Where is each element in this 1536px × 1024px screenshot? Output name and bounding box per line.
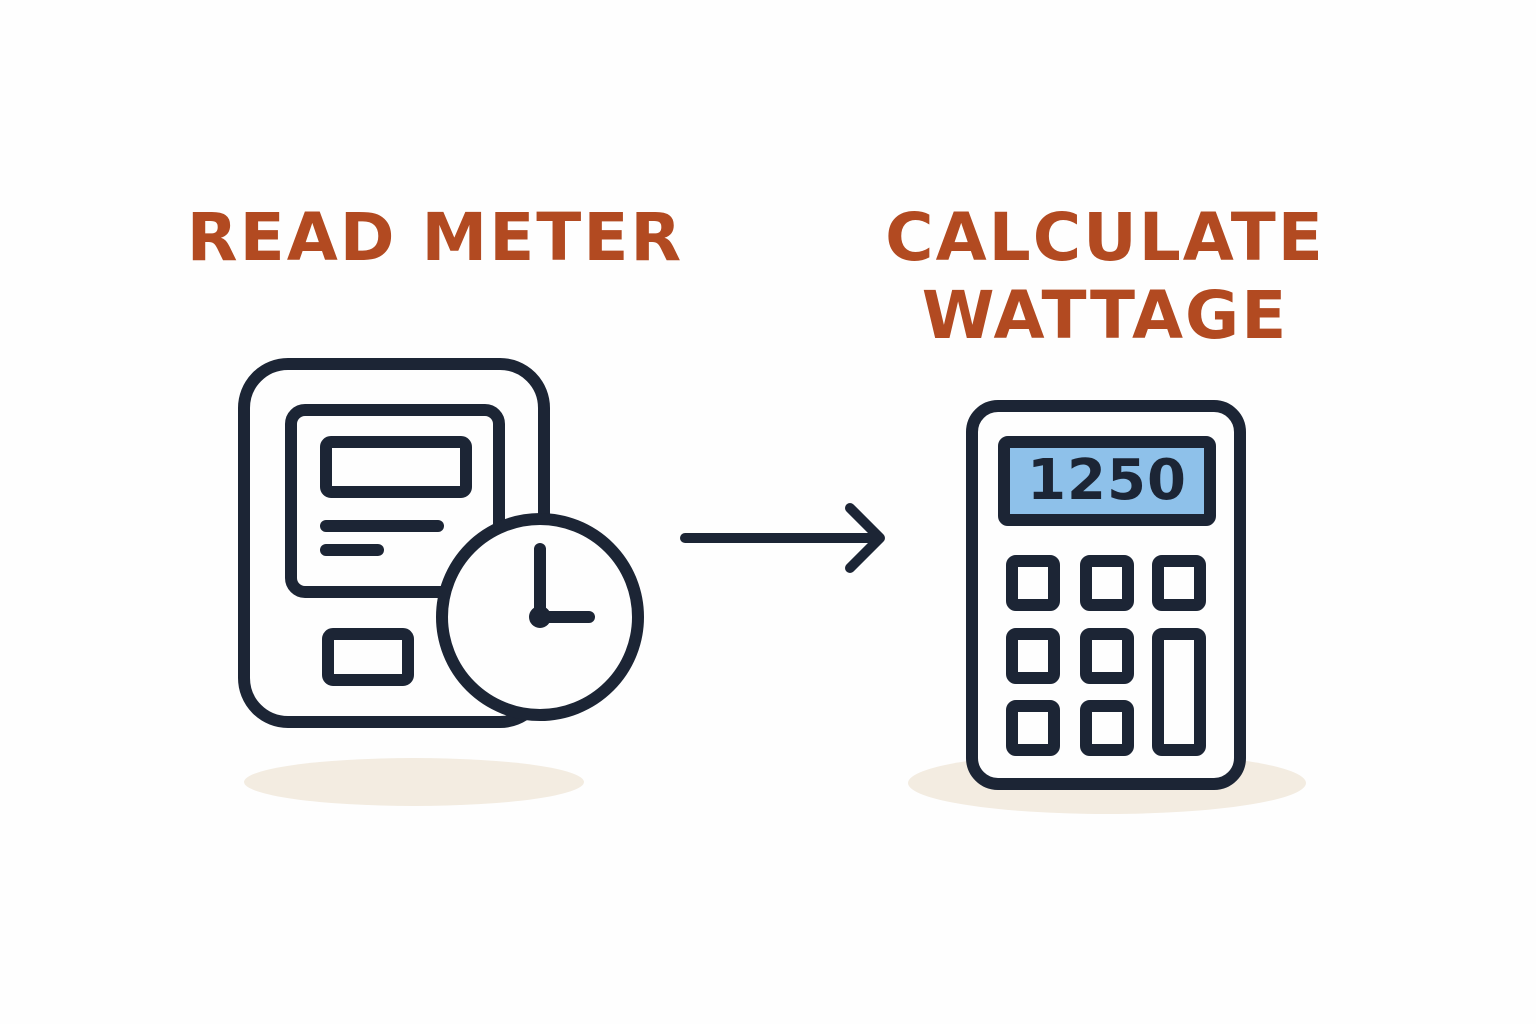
calculator-display: [998, 436, 1216, 526]
step-title-line-1: CALCULATE: [885, 199, 1325, 276]
arrow-right-icon: [680, 503, 885, 573]
calculator-keypad: [1006, 555, 1206, 756]
step-title-calculate-wattage: CALCULATE WATTAGE: [800, 199, 1410, 355]
meter-shadow: [244, 758, 584, 806]
step-title-read-meter: READ METER: [186, 199, 684, 276]
clock-icon: [436, 513, 644, 721]
calculator-icon: [966, 400, 1246, 790]
step-title-line-2: WATTAGE: [921, 277, 1289, 354]
calculator-display-value: 1250: [1027, 448, 1187, 513]
